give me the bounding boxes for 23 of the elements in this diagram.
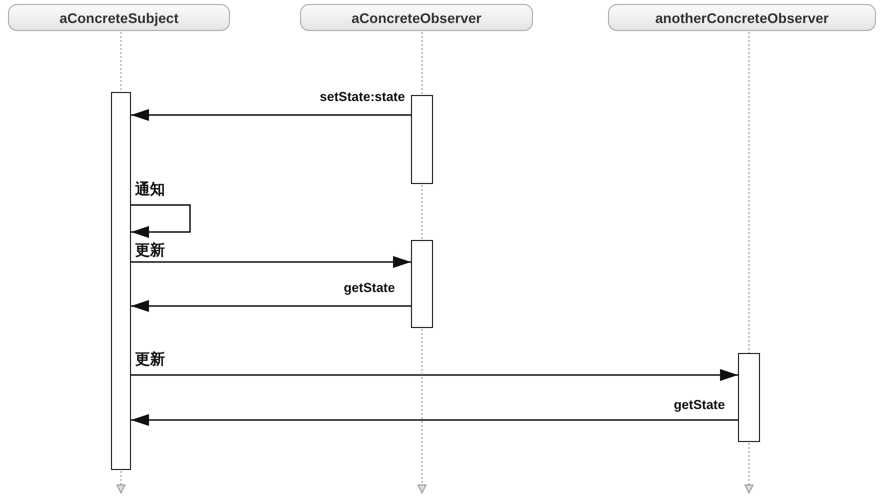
lifeline: [418, 328, 426, 494]
message-arrow: [131, 414, 738, 426]
lifeline-header: aConcreteObserver: [300, 4, 533, 31]
activation-bar: [411, 240, 433, 328]
lifeline: [744, 442, 754, 494]
message-arrow: [131, 369, 738, 381]
activation-bar: [111, 92, 131, 470]
message-label: 更新: [135, 351, 165, 367]
message-arrow: [131, 300, 411, 312]
activation-bar: [738, 353, 760, 442]
message-label: getState: [674, 397, 725, 413]
message-label: 通知: [135, 181, 165, 197]
message-label: getState: [344, 280, 395, 296]
activation-bar: [411, 95, 433, 184]
lifeline-header: anotherConcreteObserver: [608, 4, 876, 31]
self-message-arrow: [131, 204, 191, 238]
lifeline-header: aConcreteSubject: [8, 4, 230, 31]
lifeline: [120, 32, 122, 92]
message-label: 更新: [135, 242, 165, 258]
message-arrow: [131, 109, 411, 121]
message-arrow: [131, 256, 411, 268]
lifeline: [748, 32, 750, 354]
lifeline: [116, 470, 126, 494]
